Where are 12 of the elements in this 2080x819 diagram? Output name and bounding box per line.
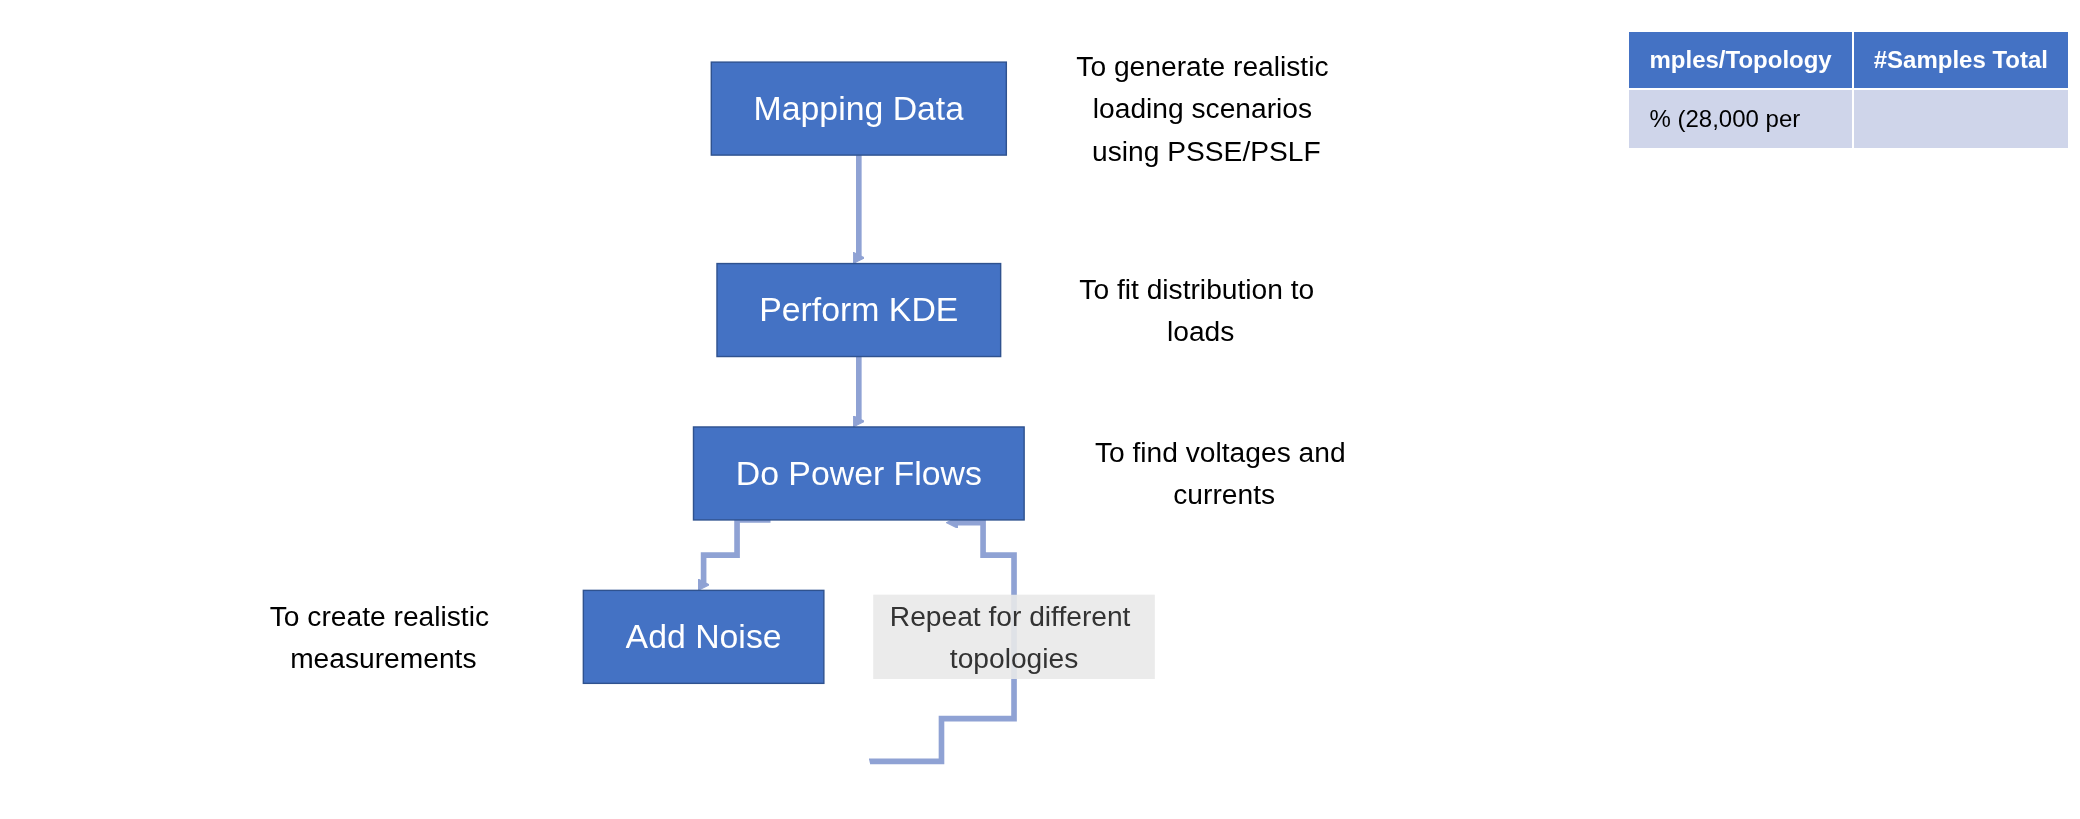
- node-label: To fit distribution to loads: [1079, 273, 1315, 347]
- node-box: Do Power Flows: [692, 426, 1025, 521]
- node-box: Add Noise: [582, 589, 825, 685]
- table-cell: #Samples Total: [1852, 31, 2069, 89]
- node-box: Perform KDE: [716, 262, 1002, 358]
- node-box: Mapping Data: [710, 61, 1008, 156]
- node-label: To generate realistic loading scenarios using PSSE/PSLF: [1076, 50, 1329, 167]
- edge-label: Repeat for different topologies: [889, 600, 1131, 674]
- node-label: To create realistic measurements: [269, 600, 490, 674]
- table-cell: % (28,000 per: [1628, 89, 1853, 149]
- table-cell: mples/Topology: [1628, 31, 1853, 89]
- node-label: To find voltages and currents: [1094, 436, 1346, 511]
